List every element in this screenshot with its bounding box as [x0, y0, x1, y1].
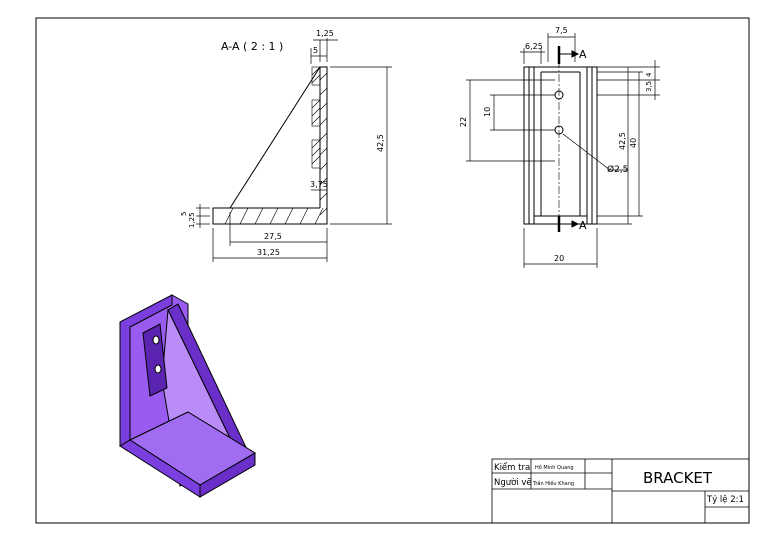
front-outer: [523, 66, 598, 225]
drafter-label: Người vẽ: [494, 477, 532, 488]
dim-20: 20: [554, 254, 564, 263]
rib-line: [229, 66, 321, 209]
dim-10: 10: [483, 107, 492, 117]
dim-5-top: 5: [313, 46, 318, 55]
section-label: A-A ( 2 : 1 ): [221, 40, 283, 53]
dim-40: 40: [629, 138, 638, 148]
drawing-title: BRACKET: [643, 469, 713, 487]
dim-31-25: 31,25: [257, 248, 280, 257]
scale-label: Tỷ lệ 2:1: [706, 494, 744, 505]
dim-1-25-top: 1,25: [316, 29, 334, 38]
dim-4: 4: [645, 72, 653, 77]
dim-phi-2-5: Ø2,5: [607, 164, 628, 175]
section-hatching: [224, 66, 328, 225]
dim-22: 22: [459, 117, 468, 127]
checker-label: Kiểm tra: [494, 462, 530, 473]
dim-27-5: 27,5: [264, 232, 282, 241]
dim-3-5: 3,5: [645, 81, 653, 92]
dim-1-25-left: 1,25: [188, 212, 196, 228]
isometric-view: [119, 294, 256, 498]
dim-7-5: 7,5: [555, 26, 568, 35]
iso-base-side: [199, 452, 256, 498]
dim-42-5-front: 42,5: [618, 132, 627, 150]
section-mark-bottom: A: [579, 219, 587, 232]
title-block: [491, 458, 750, 524]
drafter-name: Trần Hiếu Khang: [532, 479, 574, 487]
dim-5-left: 5: [180, 212, 188, 216]
iso-slot-plate: [142, 323, 168, 397]
dim-42-5-section: 42,5: [376, 134, 385, 152]
section-view-a-a: [196, 38, 392, 262]
iso-hole-bottom: [154, 364, 162, 374]
dim-3-75: 3,75: [310, 180, 328, 189]
checker-name: Hồ Minh Quang: [535, 463, 574, 471]
section-dimensions: [196, 38, 392, 262]
section-mark-top: A: [579, 48, 587, 61]
front-view: [523, 46, 598, 232]
iso-hole-top: [152, 335, 160, 345]
front-dimensions: [466, 33, 660, 268]
dim-6-25: 6,25: [525, 42, 543, 51]
sheet-border: [35, 17, 750, 524]
